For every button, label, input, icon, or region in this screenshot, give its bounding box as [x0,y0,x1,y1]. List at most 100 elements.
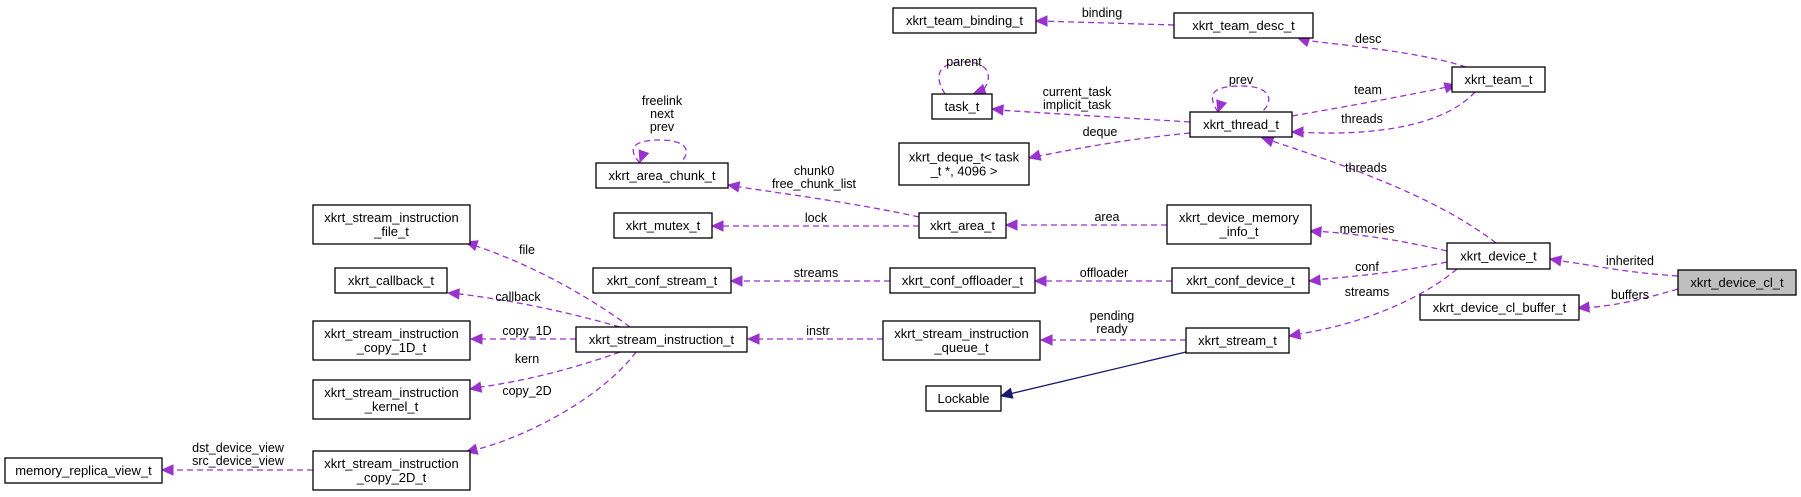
edge-label: memories [1340,222,1395,236]
edge-label: prev [650,120,675,134]
arrowhead-icon [469,333,483,345]
node-label: xkrt_device_memory [1179,210,1299,225]
node-xkrt-conf-stream-t[interactable]: xkrt_conf_stream_t [592,267,732,294]
edge-label: copy_1D [502,324,551,338]
node-label: xkrt_mutex_t [626,218,701,233]
node-xkrt-deque-t[interactable]: xkrt_deque_t< task_t *, 4096 > [898,142,1030,186]
node-box [1446,242,1551,270]
edge-label: instr [806,324,830,338]
node-label: xkrt_conf_device_t [1186,273,1295,288]
node-Lockable[interactable]: Lockable [925,385,1002,412]
node-box [312,450,471,491]
arrowhead-icon [746,333,760,345]
node-xkrt-conf-offloader-t[interactable]: xkrt_conf_offloader_t [889,267,1036,294]
arrowhead-icon [729,275,743,287]
edge-lockable [999,351,1187,399]
edge-label: lock [805,211,828,225]
node-xkrt-stream-t[interactable]: xkrt_stream_t [1185,327,1290,354]
node-task-t[interactable]: task_t [931,93,993,120]
edge-line [1302,39,1467,68]
node-box [1171,267,1310,294]
node-box [925,385,1002,412]
node-xkrt-device-t[interactable]: xkrt_device_t [1446,242,1551,270]
node-xkrt-stream-instruction-copy-1D-t[interactable]: xkrt_stream_instruction_copy_1D_t [312,320,471,361]
node-xkrt-stream-instruction-queue-t[interactable]: xkrt_stream_instruction_queue_t [882,320,1041,361]
edge-line [1033,132,1191,158]
edge-lock: lock [710,211,919,232]
arrowhead-icon [999,387,1014,399]
node-xkrt-area-t[interactable]: xkrt_area_t [918,212,1007,239]
edge-label: file [519,243,535,257]
edge-label: free_chunk_list [772,177,857,191]
edge-line [996,109,1191,123]
edge-label: dst_device_view [192,441,285,455]
node-box [1419,294,1580,321]
node-box [1451,66,1546,93]
node-box [1185,327,1290,354]
node-box [898,142,1030,186]
node-box [4,457,163,484]
node-label: xkrt_thread_t [1203,117,1279,132]
edge-conf: conf [1307,260,1448,286]
node-label: xkrt_device_t [1460,249,1537,264]
nodes-layer: xkrt_team_binding_t xkrt_team_desc_t xkrt_… [4,7,1797,491]
node-box [595,162,729,189]
node-xkrt-conf-device-t[interactable]: xkrt_conf_device_t [1171,267,1310,294]
edge-memories: memories [1308,222,1448,252]
arrowhead-icon [990,104,1004,116]
node-memory-replica-view-t[interactable]: memory_replica_view_t [4,457,163,484]
node-xkrt-stream-instruction-file-t[interactable]: xkrt_stream_instruction_file_t [312,204,471,245]
edge-label: buffers [1611,288,1649,302]
node-xkrt-device-memory-info-t[interactable]: xkrt_device_memory_info_t [1166,204,1312,245]
node-label: _info_t [1218,224,1258,239]
node-label: Lockable [937,391,989,406]
edge-label: freelink [642,94,683,108]
edge-file: file [464,240,631,328]
node-xkrt-device-cl-t: xkrt_device_cl_t [1677,269,1797,296]
node-box [592,267,732,294]
node-xkrt-device-cl-buffer-t[interactable]: xkrt_device_cl_buffer_t [1419,294,1580,321]
edge-line [938,61,990,95]
node-box [882,320,1041,361]
node-xkrt-stream-instruction-kernel-t[interactable]: xkrt_stream_instruction_kernel_t [312,379,471,420]
edges-layer: bindingdescparentprevcurrent_taskimplici… [160,6,1679,476]
edge-label: streams [794,266,838,280]
edge-label: offloader [1080,266,1128,280]
edge-label: pending [1090,309,1135,323]
node-xkrt-stream-instruction-t[interactable]: xkrt_stream_instruction_t [575,326,748,353]
node-xkrt-stream-instruction-copy-2D-t[interactable]: xkrt_stream_instruction_copy_2D_t [312,450,471,491]
edge-label: binding [1082,6,1122,20]
node-xkrt-team-binding-t[interactable]: xkrt_team_binding_t [892,7,1037,34]
node-box [889,267,1036,294]
edge-instr: instr [746,324,883,345]
node-label: xkrt_stream_instruction [324,385,458,400]
node-xkrt-callback-t[interactable]: xkrt_callback_t [334,267,448,294]
node-label: xkrt_stream_instruction [324,210,458,225]
edge-line [732,185,920,218]
edge-line [1312,261,1448,281]
node-label: _file_t [373,224,409,239]
edge-line [1291,85,1453,117]
node-label: _t *, 4096 > [930,164,998,179]
node-xkrt-team-t[interactable]: xkrt_team_t [1451,66,1546,93]
node-xkrt-thread-t[interactable]: xkrt_thread_t [1189,111,1293,138]
node-label: xkrt_stream_instruction [324,456,458,471]
node-xkrt-team-desc-t[interactable]: xkrt_team_desc_t [1173,12,1314,39]
arrowhead-icon [1308,226,1322,238]
node-label: _copy_1D_t [356,340,427,355]
arrowhead-icon [1290,126,1304,138]
node-xkrt-mutex-t[interactable]: xkrt_mutex_t [613,212,713,239]
node-label: xkrt_device_cl_buffer_t [1433,300,1567,315]
edge-label: deque [1083,125,1118,139]
node-xkrt-area-chunk-t[interactable]: xkrt_area_chunk_t [595,162,729,189]
edge-label: threads [1345,161,1387,175]
node-label: _kernel_t [364,399,419,414]
node-label: memory_replica_view_t [15,463,152,478]
edge-line [1313,230,1448,252]
edge-line [1265,138,1497,244]
edge-copy-2D: copy_2D [464,351,637,455]
edge-buffers: buffers [1576,288,1679,313]
